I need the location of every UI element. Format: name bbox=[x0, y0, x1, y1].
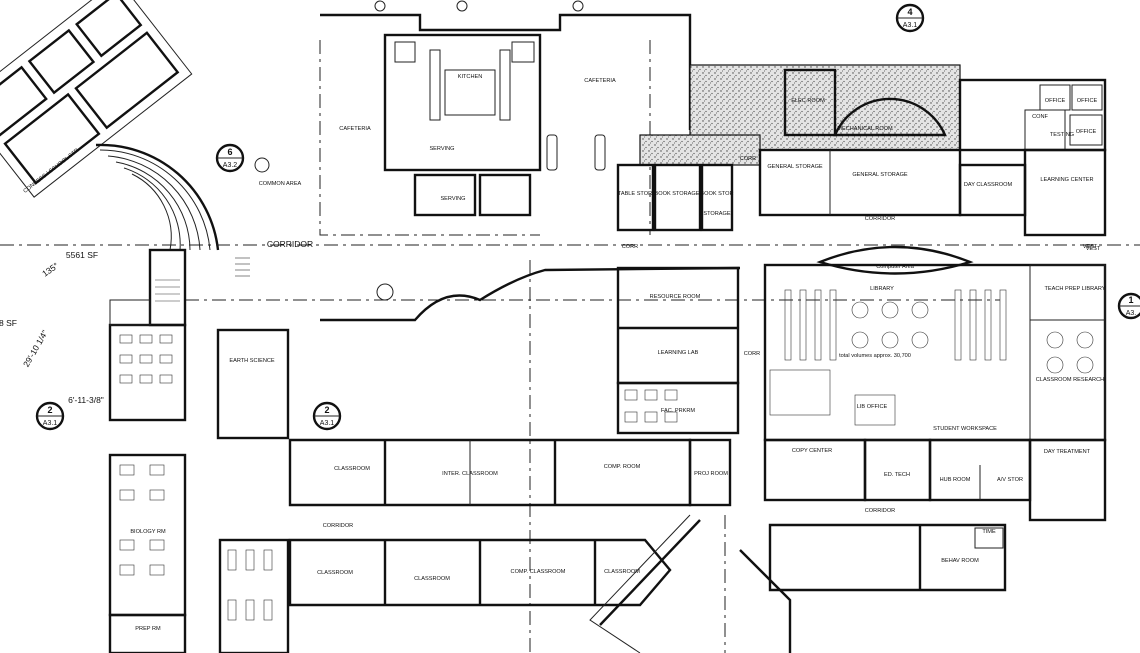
svg-text:A3.1: A3.1 bbox=[903, 22, 918, 29]
grid-bubbles bbox=[374, 0, 584, 12]
ed-tech-label: ED. TECH bbox=[884, 472, 910, 478]
section-marker-2-left: 2 A3.1 bbox=[35, 401, 65, 431]
prep-rm-label: PREP RM bbox=[135, 626, 161, 632]
fac-prkrm-label: FAC. PRKRM bbox=[661, 408, 696, 414]
admin-block: OFFICE OFFICE OFFICE CONF TESTING LEARNI… bbox=[958, 78, 1107, 250]
behav-room-label: BEHAV ROOM bbox=[941, 558, 979, 564]
learning-center-label: LEARNING CENTER bbox=[1040, 177, 1093, 183]
computer-area-label: Computer Area bbox=[876, 264, 915, 270]
area-annotation: 5561 SF bbox=[66, 250, 98, 260]
dim-annotation-2: 29'-10 1/4" bbox=[21, 328, 50, 368]
office-3-label: OFFICE bbox=[1076, 129, 1097, 135]
serving-2-label: SERVING bbox=[440, 196, 465, 202]
common-area-label: COMMON AREA bbox=[259, 181, 302, 187]
svg-text:6: 6 bbox=[227, 147, 232, 157]
time-label: TIME bbox=[982, 529, 996, 535]
svg-text:A3.1: A3.1 bbox=[320, 420, 335, 427]
book-stor-label: BOOK STOR bbox=[700, 191, 733, 197]
general-storage-2-label: GENERAL STORAGE bbox=[852, 172, 908, 178]
classroom-4-label: CLASSROOM bbox=[604, 569, 640, 575]
mechanical-room-label: MECHANICAL ROOM bbox=[837, 126, 893, 132]
library-note: total volumes approx. 30,700 bbox=[839, 353, 911, 359]
copy-center-label: COPY CENTER bbox=[792, 448, 832, 454]
student-workspace-label: STUDENT WORKSPACE bbox=[933, 426, 997, 432]
svg-text:2: 2 bbox=[47, 405, 52, 415]
kitchen-label: KITCHEN bbox=[458, 74, 483, 80]
classroom-2-label: CLASSROOM bbox=[317, 570, 353, 576]
svg-text:1: 1 bbox=[1128, 295, 1133, 305]
conf-label: CONF bbox=[1032, 114, 1048, 120]
section-marker-4: 4 A3.1 bbox=[895, 3, 925, 33]
library-block: Computer Area LIBRARY TEACH PREP LIBRARY… bbox=[763, 245, 1107, 442]
office-1-label: OFFICE bbox=[1045, 98, 1066, 104]
library-label: LIBRARY bbox=[870, 286, 894, 292]
mechanical-block: ELEC ROOM MECHANICAL ROOM GENERAL STORAG… bbox=[616, 64, 1027, 232]
office-2-label: OFFICE bbox=[1077, 98, 1098, 104]
annotations: 5561 SF 135° 6'-11-3/8" 29'-10 1/4" 8 SF bbox=[0, 250, 104, 405]
corridor-main-label: CORRIDOR bbox=[267, 239, 313, 249]
comp-room-label: COMP. ROOM bbox=[604, 464, 641, 470]
av-stor-label: A/V STOR bbox=[997, 477, 1023, 483]
svg-text:A3.1: A3.1 bbox=[43, 420, 58, 427]
corridor-mid-label: CORRIDOR bbox=[323, 523, 353, 529]
science-wing: EARTH SCIENCE BIOLOGY RM PREP RM bbox=[108, 323, 290, 653]
biology-rm-label: BIOLOGY RM bbox=[130, 529, 166, 535]
stairs: VEST bbox=[109, 246, 1101, 327]
dim-annotation-3: 8 SF bbox=[0, 318, 17, 328]
corr-side-label: CORR bbox=[744, 351, 760, 357]
teach-prep-library-label: TEACH PREP LIBRARY bbox=[1044, 286, 1105, 292]
storage-label: STORAGE bbox=[703, 211, 731, 217]
day-treatment-label: DAY TREATMENT bbox=[1044, 449, 1091, 455]
svg-text:A3.: A3. bbox=[1126, 310, 1137, 317]
section-marker-2-mid: 2 A3.1 bbox=[312, 401, 342, 431]
inter-classroom-label: INTER. CLASSROOM bbox=[442, 471, 498, 477]
corridor-lower-label: CORRIDOR bbox=[865, 508, 895, 514]
elec-room-label: ELEC ROOM bbox=[791, 98, 825, 104]
earth-science-label: EARTH SCIENCE bbox=[229, 358, 275, 364]
testing-label: TESTING bbox=[1050, 132, 1074, 138]
northwest-wing: CONCESS / SCHOOL STR bbox=[0, 0, 220, 251]
classroom-3-label: CLASSROOM bbox=[414, 576, 450, 582]
corridor-right-label: CORRIDOR bbox=[865, 216, 895, 222]
support-rooms: COPY CENTER ED. TECH HUB ROOM A/V STOR D… bbox=[763, 438, 1107, 522]
learning-lab-label: LEARNING LAB bbox=[658, 350, 699, 356]
svg-text:2: 2 bbox=[324, 405, 329, 415]
vest-label: VEST bbox=[1083, 244, 1098, 250]
svg-text:4: 4 bbox=[907, 7, 912, 17]
curved-corridor-wall bbox=[320, 266, 741, 322]
vest-2-label: VEST bbox=[1086, 246, 1101, 252]
serving-label: SERVING bbox=[429, 146, 454, 152]
cafeteria-right-label: CAFETERIA bbox=[584, 78, 616, 84]
dim-annotation-1: 6'-11-3/8" bbox=[68, 395, 104, 405]
angle-annotation: 135° bbox=[40, 260, 60, 278]
corr-right-label: CORR bbox=[740, 156, 756, 162]
section-marker-6: 6 A3.2 bbox=[215, 143, 245, 173]
hub-room-label: HUB ROOM bbox=[940, 477, 971, 483]
book-storage-label: BOOK STORAGE bbox=[655, 191, 700, 197]
cafeteria-block: CAFETERIA CAFETERIA KITCHEN SERVING SERV… bbox=[254, 13, 692, 301]
grid-lines: CORRIDOR CORR bbox=[0, 239, 1140, 653]
resource-room-label: RESOURCE ROOM bbox=[650, 294, 701, 300]
lib-office-label: LIB OFFICE bbox=[857, 404, 888, 410]
cafeteria-left-label: CAFETERIA bbox=[339, 126, 371, 132]
behavior-block: BEHAV ROOM TIME bbox=[739, 523, 1007, 653]
section-marker-1: 1 A3. bbox=[1117, 292, 1140, 320]
table-stor-label: TABLE STOR bbox=[618, 191, 652, 197]
comp-classroom-label: COMP. CLASSROOM bbox=[511, 569, 566, 575]
classroom-1-label: CLASSROOM bbox=[334, 466, 370, 472]
day-classroom-label: DAY CLASSROOM bbox=[964, 182, 1013, 188]
classroom-row-upper: CLASSROOM INTER. CLASSROOM COMP. ROOM PR… bbox=[288, 438, 732, 507]
classroom-research-label: CLASSROOM RESEARCH bbox=[1036, 377, 1104, 383]
general-storage-1-label: GENERAL STORAGE bbox=[767, 164, 823, 170]
concess-label: CONCESS / SCHOOL STR bbox=[23, 148, 81, 195]
proj-room-label: PROJ ROOM bbox=[694, 471, 728, 477]
classroom-row-lower: CORRIDOR CLASSROOM CLASSROOM COMP. CLASS… bbox=[288, 514, 701, 653]
corr-center-label: CORR bbox=[622, 244, 638, 250]
svg-text:A3.2: A3.2 bbox=[223, 162, 238, 169]
resource-block: RESOURCE ROOM LEARNING LAB FAC. PRKRM CO… bbox=[616, 266, 760, 435]
